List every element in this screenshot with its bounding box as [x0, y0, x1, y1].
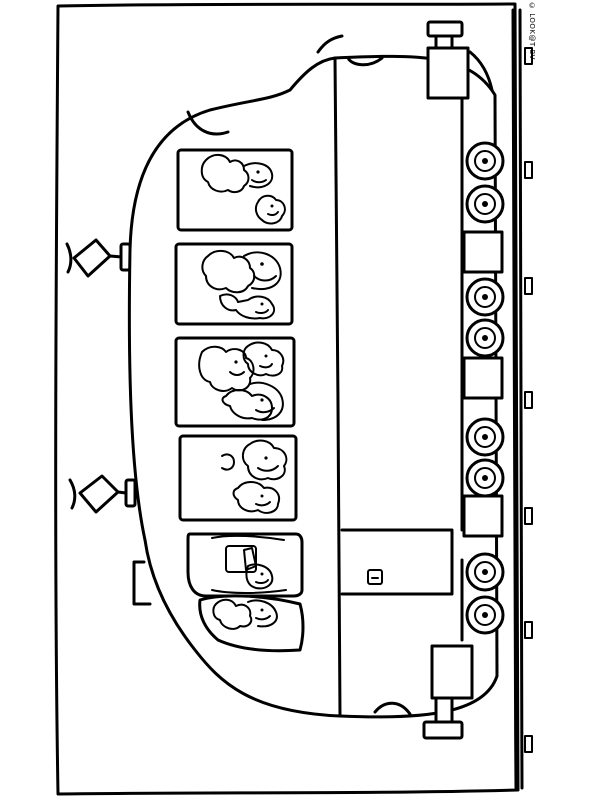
passenger-icon — [221, 381, 284, 421]
passenger-icon — [232, 481, 280, 514]
driver-icon — [225, 545, 274, 590]
passenger-window — [176, 148, 294, 232]
passenger-window — [174, 242, 294, 326]
passenger-icon — [201, 250, 282, 294]
lamp-icon-upper — [65, 238, 132, 278]
wheel-icon — [465, 458, 505, 498]
side-door — [340, 528, 454, 596]
wheel-icon — [465, 552, 505, 592]
underframe-boxes — [462, 230, 504, 538]
passenger-windows — [174, 148, 298, 522]
coupler-rear — [422, 644, 474, 740]
wheel-icon — [465, 595, 505, 635]
copyright-credit: © LOOK@T BV — [528, 2, 536, 60]
driver-window — [186, 532, 304, 598]
passenger-icon — [221, 439, 288, 481]
wheel-set — [465, 141, 505, 635]
rail-track — [511, 8, 533, 790]
wheel-icon — [465, 141, 505, 181]
passenger-icon — [198, 345, 255, 392]
rear-cab-window — [198, 594, 305, 653]
rail-ties — [524, 47, 533, 753]
page-frame — [54, 2, 520, 796]
lamp-icon-lower — [68, 474, 137, 514]
wheel-icon — [465, 318, 505, 358]
passenger-window — [178, 434, 298, 522]
wheel-icon — [465, 184, 505, 224]
passenger-window — [174, 336, 296, 428]
coupler-front — [426, 20, 470, 100]
passenger-icon — [219, 293, 276, 320]
passenger-icon — [242, 341, 285, 377]
wheel-icon — [465, 277, 505, 317]
wheel-icon — [465, 417, 505, 457]
buffer-left — [132, 560, 152, 606]
passenger-icon — [212, 598, 278, 630]
passenger-icon — [254, 194, 286, 225]
passenger-icon — [200, 154, 274, 194]
